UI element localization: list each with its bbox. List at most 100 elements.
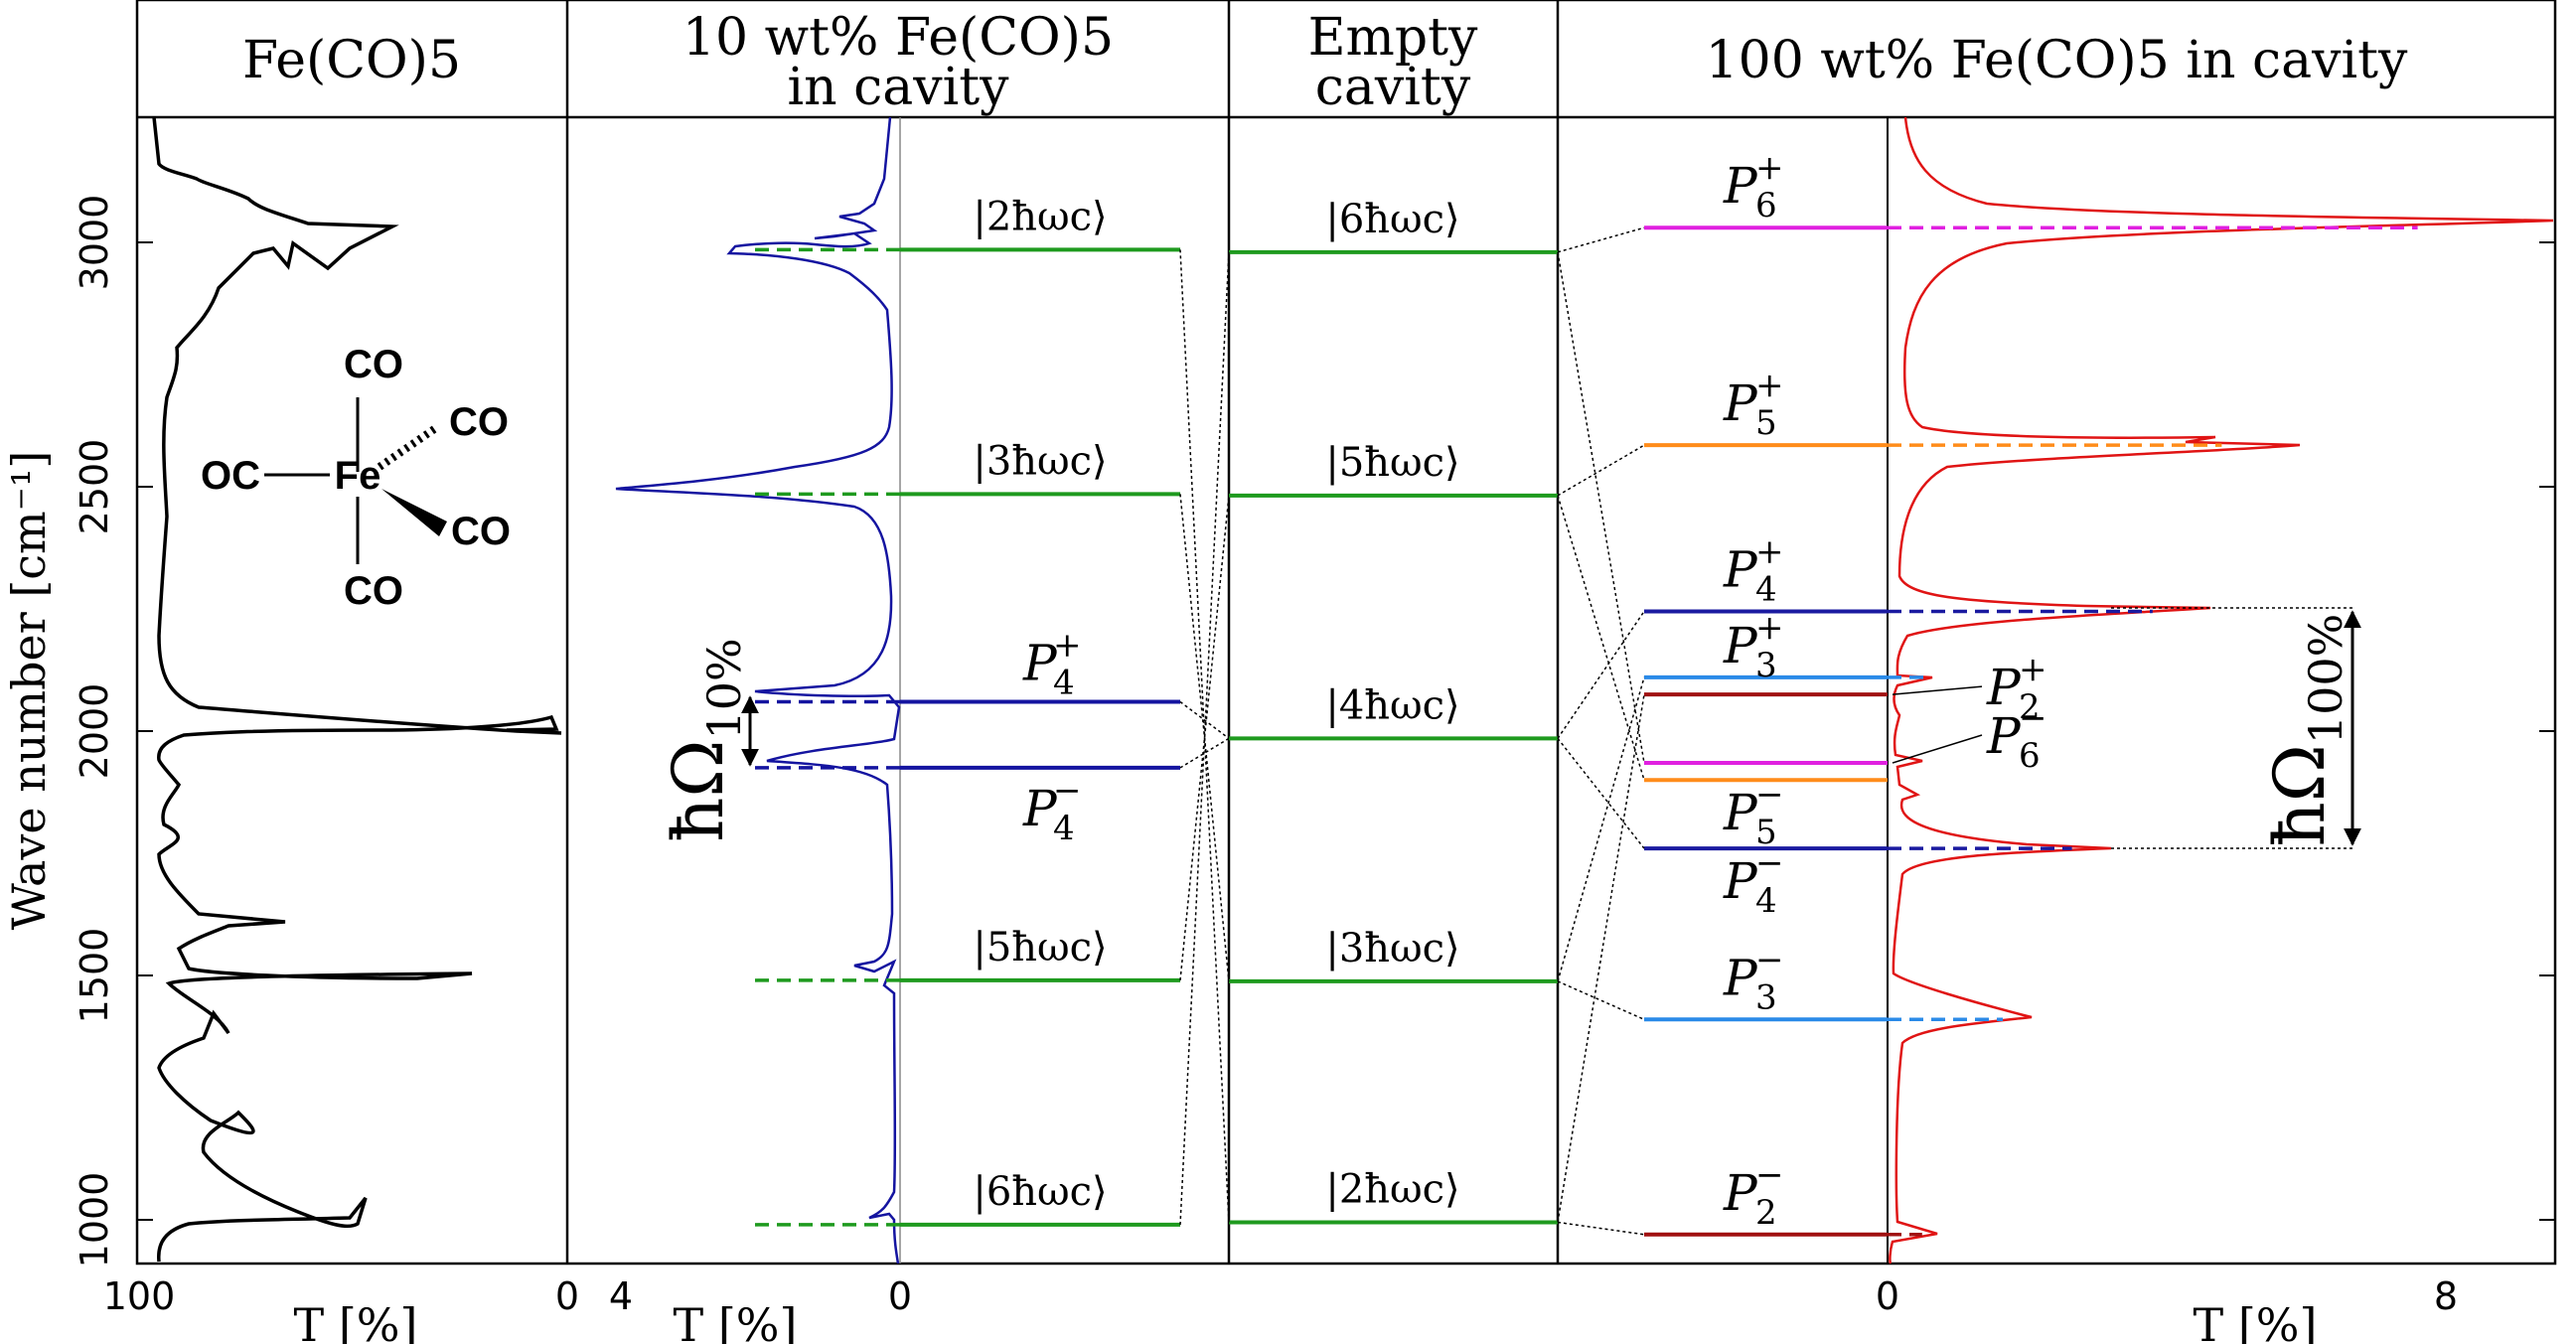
p1-x-axis-label: T [%]: [294, 1298, 418, 1344]
panel2-title-line2: in cavity: [787, 58, 1009, 117]
y-ticks: 1000 1500 2000 2500 3000: [73, 195, 2555, 1269]
p4-label-P3plus: P: [1723, 617, 1758, 674]
p4-label-P6minus-sup: −: [2019, 698, 2047, 738]
p1-xtick-0: 0: [555, 1274, 579, 1318]
p4-label-P4minus-sup: −: [1755, 843, 1784, 883]
p4-label-P5minus-sup: −: [1755, 775, 1784, 815]
p4-xtick-8: 8: [2434, 1274, 2458, 1318]
p4-connector-P3plus: [1557, 676, 1645, 982]
panel3-title-line2: cavity: [1315, 58, 1471, 117]
empty-cavity-mode-label-6: |6ħωc⟩: [1325, 197, 1459, 242]
p4-label-P2minus: P: [1723, 1164, 1758, 1222]
p4-label-P6minus: P: [1986, 707, 2022, 765]
p4-connector-P2plus: [1557, 693, 1645, 1223]
p2-xtick-0: 0: [888, 1274, 912, 1318]
empty-cavity-mode-label-2: |2ħωc⟩: [1325, 1166, 1459, 1212]
p4-connector-P4plus: [1557, 611, 1645, 739]
p4-label-P3minus-sub: 3: [1755, 977, 1777, 1017]
p2-connector-5: [1179, 495, 1230, 980]
p2-cavity-mode-label-3: |3ħωc⟩: [973, 438, 1107, 484]
p2-polariton-connector-plus: [1179, 700, 1230, 739]
p4-label-P5minus-sub: 5: [1755, 813, 1777, 852]
p2-x-axis-label: T [%]: [674, 1298, 798, 1344]
plot-frame: [135, 0, 2557, 1266]
p4-connector-P6minus: [1557, 251, 1645, 764]
p4-xtick-0: 0: [1876, 1274, 1899, 1318]
y-tick-3000: 3000: [73, 195, 153, 291]
svg-text:ħΩ10%: ħΩ10%: [658, 638, 751, 841]
ligand-oc-left: OC: [201, 454, 260, 498]
p4-label-P4minus-sub: 4: [1755, 881, 1777, 921]
rabi-10-annotation: ħΩ10%: [658, 638, 759, 842]
p2-xtick-4: 4: [609, 1274, 633, 1318]
rabi-100-subscript: 100%: [2299, 614, 2352, 745]
fe-center: Fe: [335, 454, 381, 498]
p2-label-P4minus: P: [1022, 780, 1058, 837]
p2-label-P4plus-sub: 4: [1053, 663, 1075, 702]
empty-cavity-mode-label-5: |5ħωc⟩: [1325, 440, 1459, 486]
rabi-10-symbol: ħΩ: [658, 740, 739, 842]
svg-text:1000: 1000: [73, 1172, 116, 1269]
p1-xtick-100: 100: [103, 1274, 176, 1318]
p4-label-P5plus: P: [1723, 374, 1758, 432]
p4-leader-P6minus: [1892, 734, 1983, 764]
p4-label-P6plus: P: [1723, 157, 1758, 215]
p4-label-P2plus-sup: +: [2019, 650, 2047, 689]
svg-text:ħΩ100%: ħΩ100%: [2259, 614, 2352, 847]
p4-label-P6minus-sub: 6: [2019, 736, 2041, 776]
fe-co5-molecule: CO CO CO CO OC Fe: [201, 343, 511, 613]
p4-label-P5minus: P: [1723, 784, 1758, 841]
p4-label-P4plus-sub: 4: [1755, 569, 1777, 609]
p4-label-P3plus-sup: +: [1755, 608, 1784, 648]
y-tick-2500: 2500: [73, 439, 153, 535]
energy-levels: |2ħωc⟩ |3ħωc⟩ |4ħωc⟩ |5ħωc⟩ |6ħωc⟩ |2ħωc⟩ |3ħω…: [755, 148, 2418, 1237]
p4-label-P4plus: P: [1723, 540, 1758, 598]
p4-label-P5plus-sub: 5: [1755, 403, 1777, 443]
p4-label-P4plus-sup: +: [1755, 531, 1784, 571]
panel2-title-line1: 10 wt% Fe(CO)5: [682, 8, 1114, 68]
ligand-co-bottom: CO: [344, 569, 403, 613]
svg-text:2500: 2500: [73, 439, 116, 535]
p4-label-P6plus-sub: 6: [1755, 186, 1777, 225]
p4-label-P3plus-sub: 3: [1755, 646, 1777, 685]
p4-leader-P2plus: [1892, 685, 1983, 695]
p2-label-P4plus-sup: +: [1053, 625, 1082, 665]
rabi-10-subscript: 10%: [697, 638, 751, 739]
empty-cavity-mode-label-4: |4ħωc⟩: [1325, 682, 1459, 728]
rabi-100-annotation: ħΩ100%: [2111, 607, 2361, 849]
p4-label-P4minus: P: [1723, 852, 1758, 910]
p4-label-P5plus-sup: +: [1755, 366, 1784, 405]
p2-spectrum-line: [615, 116, 901, 1265]
p4-connector-P5minus: [1557, 495, 1645, 781]
empty-cavity-mode-label-3: |3ħωc⟩: [1325, 926, 1459, 971]
p4-label-P2minus-sub: 2: [1755, 1193, 1777, 1233]
p4-label-P3minus: P: [1723, 949, 1758, 1006]
y-tick-1000: 1000: [73, 1172, 153, 1269]
p2-label-P4minus-sup: −: [1053, 771, 1082, 811]
p2-connector-3: [1179, 494, 1230, 981]
p2-label-P4minus-sub: 4: [1053, 809, 1075, 848]
svg-text:3000: 3000: [73, 195, 116, 291]
p2-label-P4plus: P: [1022, 634, 1058, 691]
ligand-co-upper-right: CO: [449, 400, 509, 444]
p4-label-P3minus-sup: −: [1755, 940, 1784, 979]
p2-cavity-mode-label-5: |5ħωc⟩: [973, 925, 1107, 971]
panel3-title-line1: Empty: [1308, 8, 1478, 68]
y-tick-2000: 2000: [73, 683, 153, 779]
p2-cavity-mode-label-6: |6ħωc⟩: [973, 1169, 1107, 1215]
p4-label-P2plus-sub: 2: [2019, 687, 2041, 727]
p4-connector-P6plus: [1557, 226, 1645, 253]
p2-connector-6: [1179, 251, 1230, 1225]
p4-label-P2minus-sup: −: [1755, 1155, 1784, 1195]
p2-cavity-mode-label-2: |2ħωc⟩: [973, 194, 1107, 239]
p4-connector-P5plus: [1557, 444, 1645, 497]
ligand-co-lower-right: CO: [451, 510, 511, 553]
p4-x-axis-label: T [%]: [2194, 1298, 2318, 1344]
svg-text:1500: 1500: [73, 928, 116, 1024]
p2-connector-2: [1179, 249, 1230, 1223]
p4-connector-P3minus: [1557, 980, 1645, 1020]
ligand-co-top: CO: [344, 343, 403, 386]
p4-connector-P2minus: [1557, 1221, 1645, 1236]
p4-spectrum-line: [1889, 116, 2554, 1265]
p4-label-P6plus-sup: +: [1755, 148, 1784, 188]
